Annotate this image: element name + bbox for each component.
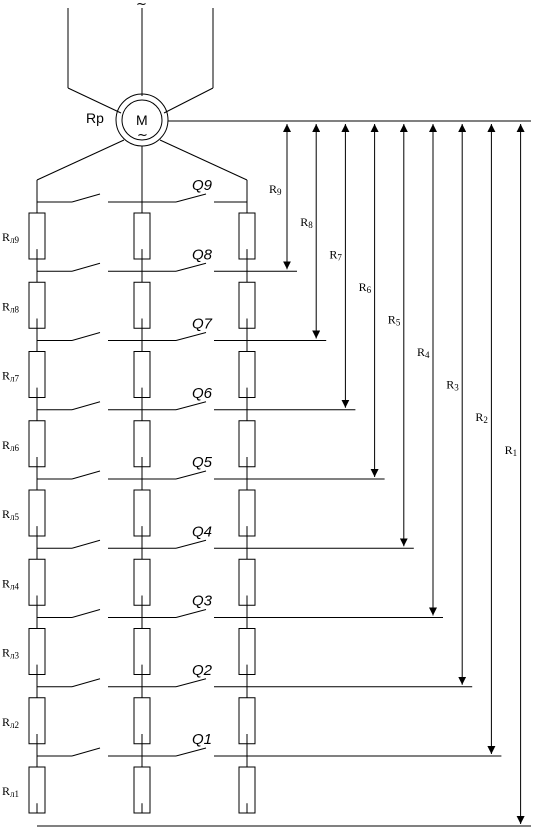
resistance-label: R4 — [417, 345, 430, 360]
resistance-label: R9 — [269, 182, 282, 197]
rotor-label: Rp — [86, 110, 104, 126]
switch-contact — [71, 539, 101, 549]
switch-contact — [175, 747, 207, 757]
switch-contact — [71, 332, 101, 341]
switch-contact — [175, 401, 207, 411]
switch-contact — [175, 262, 207, 272]
switch-contact — [175, 193, 207, 203]
motor: M ~ — [115, 93, 169, 147]
resistor-stages: Q9Rл9Q8Rл8Q7Rл7Q6Rл6Q5Rл5Q4Rл4Q3Rл3Q2Rл2… — [2, 177, 256, 814]
switch-contact — [175, 678, 207, 688]
motor-label: M — [136, 112, 148, 128]
switch-contact — [71, 470, 101, 480]
resistance-label: R2 — [475, 410, 488, 425]
switch-contact — [175, 609, 207, 618]
switch-label: Q2 — [192, 662, 213, 679]
supply-symbol: ~ — [136, 0, 147, 12]
switch-label: Q3 — [192, 593, 213, 610]
switch-label: Q6 — [192, 385, 213, 402]
switch-contact — [71, 747, 101, 757]
switch-contact — [71, 193, 101, 203]
supply-lines — [67, 8, 214, 114]
motor-symbol: ~ — [137, 128, 148, 143]
switch-contact — [175, 539, 207, 549]
resistance-label: R5 — [388, 312, 401, 327]
switch-contact — [175, 470, 207, 480]
switch-contact — [175, 332, 207, 341]
rotor-leads — [36, 139, 248, 181]
switch-contact — [71, 609, 101, 618]
resistance-label: R8 — [300, 215, 313, 230]
resistor-label: Rл5 — [2, 507, 20, 522]
switch-label: Q4 — [192, 523, 212, 540]
switch-label: Q9 — [192, 177, 213, 194]
resistance-label: R6 — [359, 280, 372, 295]
resistor-label: Rл9 — [2, 230, 20, 245]
resistor-label: Rл2 — [2, 715, 19, 730]
resistor-label: Rл1 — [2, 784, 19, 799]
switch-label: Q1 — [192, 731, 212, 748]
switch-contact — [71, 262, 101, 272]
resistance-label: R3 — [446, 377, 459, 392]
resistor-label: Rл7 — [2, 369, 20, 384]
resistance-label: R7 — [329, 247, 342, 262]
switch-label: Q7 — [192, 316, 213, 333]
resistor-label: Rл3 — [2, 646, 20, 661]
switch-label: Q8 — [192, 246, 213, 263]
resistor-label: Rл8 — [2, 299, 20, 314]
resistance-label: R1 — [505, 443, 518, 458]
switch-label: Q5 — [192, 454, 213, 471]
switch-contact — [71, 401, 101, 411]
switch-contact — [71, 678, 101, 688]
resistor-label: Rл6 — [2, 438, 20, 453]
resistor-label: Rл4 — [2, 576, 20, 591]
